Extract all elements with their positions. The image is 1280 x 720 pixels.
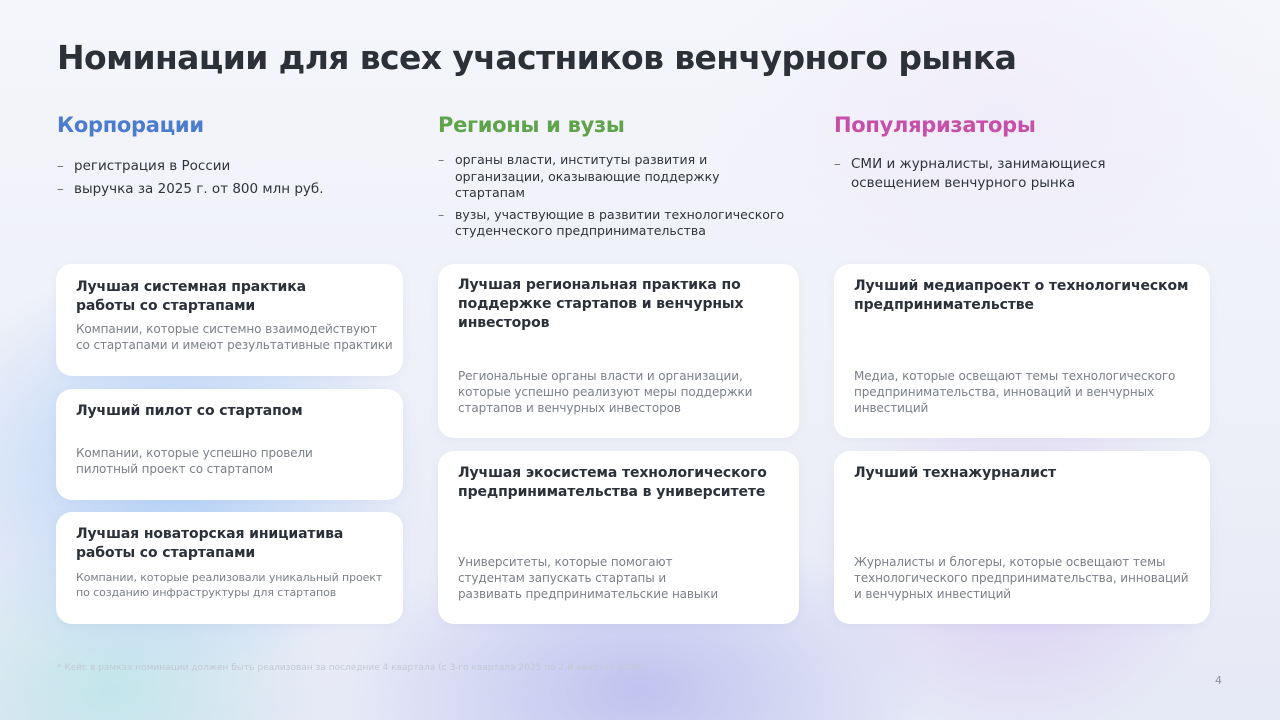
criteria-list-corporations: регистрация в России выручка за 2025 г. …	[57, 155, 397, 201]
card-title: Лучшая новаторская инициатива работы со …	[76, 526, 344, 561]
card-description: Компании, которые системно взаимодейству…	[76, 322, 393, 352]
card-title: Лучшая региональная практика по поддержк…	[458, 277, 744, 331]
criteria-list-regions: органы власти, институты развития и орга…	[438, 152, 813, 240]
card-description: Компании, которые реализовали уникальный…	[76, 571, 383, 599]
card-title: Лучший технажурналист	[854, 465, 1057, 481]
card-description: Компании, которые успешно провели пилотн…	[76, 446, 313, 476]
nomination-card-media-project[interactable]: Лучший медиапроект о технологическом пре…	[834, 264, 1210, 438]
footnote: * Кейс в рамках номинации должен быть ре…	[57, 663, 644, 673]
criteria-item: выручка за 2025 г. от 800 млн руб.	[57, 178, 397, 201]
card-title: Лучшая экосистема технологического предп…	[458, 465, 767, 500]
card-title: Лучший медиапроект о технологическом пре…	[854, 278, 1189, 313]
criteria-item: вузы, участвующие в развитии технологиче…	[438, 207, 813, 240]
card-description: Университеты, которые помогают студентам…	[458, 555, 719, 601]
card-title: Лучший пилот со стартапом	[76, 403, 303, 419]
nomination-card-innovative-initiative[interactable]: Лучшая новаторская инициатива работы со …	[56, 512, 403, 624]
criteria-item: СМИ и журналисты, занимающиеся освещение…	[834, 155, 1154, 193]
criteria-item: органы власти, институты развития и орга…	[438, 152, 813, 202]
nomination-card-systemic-practice[interactable]: Лучшая системная практика работы со стар…	[56, 264, 403, 376]
nomination-card-regional-practice[interactable]: Лучшая региональная практика по поддержк…	[438, 264, 799, 438]
card-description: Медиа, которые освещают темы технологиче…	[854, 369, 1176, 415]
card-description: Региональные органы власти и организации…	[458, 369, 753, 415]
page-number: 4	[1215, 674, 1222, 687]
nomination-card-best-pilot[interactable]: Лучший пилот со стартапом Компании, кото…	[56, 389, 403, 500]
nomination-card-tech-journalist[interactable]: Лучший технажурналист Журналисты и блоге…	[834, 451, 1210, 624]
column-heading-popularizers: Популяризаторы	[834, 113, 1036, 137]
card-description: Журналисты и блогеры, которые освещают т…	[854, 555, 1189, 601]
column-heading-corporations: Корпорации	[57, 113, 204, 137]
nomination-card-university-ecosystem[interactable]: Лучшая экосистема технологического предп…	[438, 451, 799, 624]
criteria-item: регистрация в России	[57, 155, 397, 178]
page-title: Номинации для всех участников венчурного…	[57, 38, 1017, 77]
column-heading-regions: Регионы и вузы	[438, 113, 625, 137]
criteria-list-popularizers: СМИ и журналисты, занимающиеся освещение…	[834, 155, 1154, 193]
card-title: Лучшая системная практика работы со стар…	[76, 279, 307, 314]
